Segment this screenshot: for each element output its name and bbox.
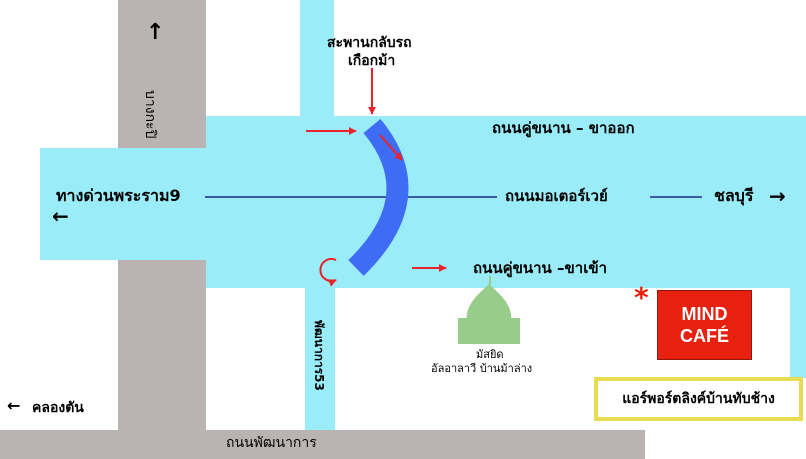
airport-link-label: แอร์พอร์ตลิงค์บ้านทับช้าง — [622, 391, 775, 407]
mind-cafe-sign: MIND CAFÉ — [657, 290, 752, 360]
label-khlong-tan: คลองตัน — [32, 400, 84, 416]
arrow-left-icon: ← — [52, 204, 69, 228]
label-motorway: ถนนมอเตอร์เวย์ — [505, 187, 608, 205]
label-mosque-line2: อัลอาลาวี บ้านม้าล่าง — [431, 362, 533, 375]
road-connector-north — [300, 0, 334, 116]
label-pattanakarn53: พัฒนาการ53 — [312, 320, 326, 391]
arrow-right-icon: → — [769, 184, 786, 208]
label-expressway: ทางด่วนพระราม9 — [56, 186, 181, 205]
label-frontage-inbound: ถนนคู่ขนาน –ขาเข้า — [473, 259, 608, 277]
label-chonburi: ชลบุรี — [714, 186, 754, 205]
label-mosque-line1: มัสยิด — [476, 348, 504, 361]
label-bang-kapi: บางกะปิ — [142, 90, 158, 139]
label-bridge-line2: เกือกม้า — [348, 53, 396, 69]
horseshoe-bridge — [348, 118, 409, 276]
cafe-marker-star: * — [634, 281, 649, 314]
u-turn-icon — [319, 258, 337, 287]
airport-link-box: แอร์พอร์ตลิงค์บ้านทับช้าง — [594, 377, 803, 421]
road-expressway — [40, 148, 806, 260]
arrow-left-icon: ← — [7, 396, 21, 415]
mosque-icon — [458, 276, 520, 344]
road-pattanakarn53 — [305, 288, 335, 432]
arrow-up-icon: ↑ — [146, 20, 165, 45]
label-bridge-line1: สะพานกลับรถ — [327, 35, 412, 51]
arrow-along-bridge — [379, 134, 403, 161]
road-frontage-inbound — [206, 252, 806, 288]
label-pattanakarn-road: ถนนพัฒนาการ — [226, 435, 317, 451]
cafe-name-line1: MIND — [681, 304, 728, 324]
road-pattanakarn — [0, 430, 645, 459]
cafe-name-line2: CAFÉ — [680, 326, 729, 346]
road-airport-side — [790, 288, 806, 378]
label-frontage-outbound: ถนนคู่ขนาน – ขาออก — [492, 119, 635, 137]
